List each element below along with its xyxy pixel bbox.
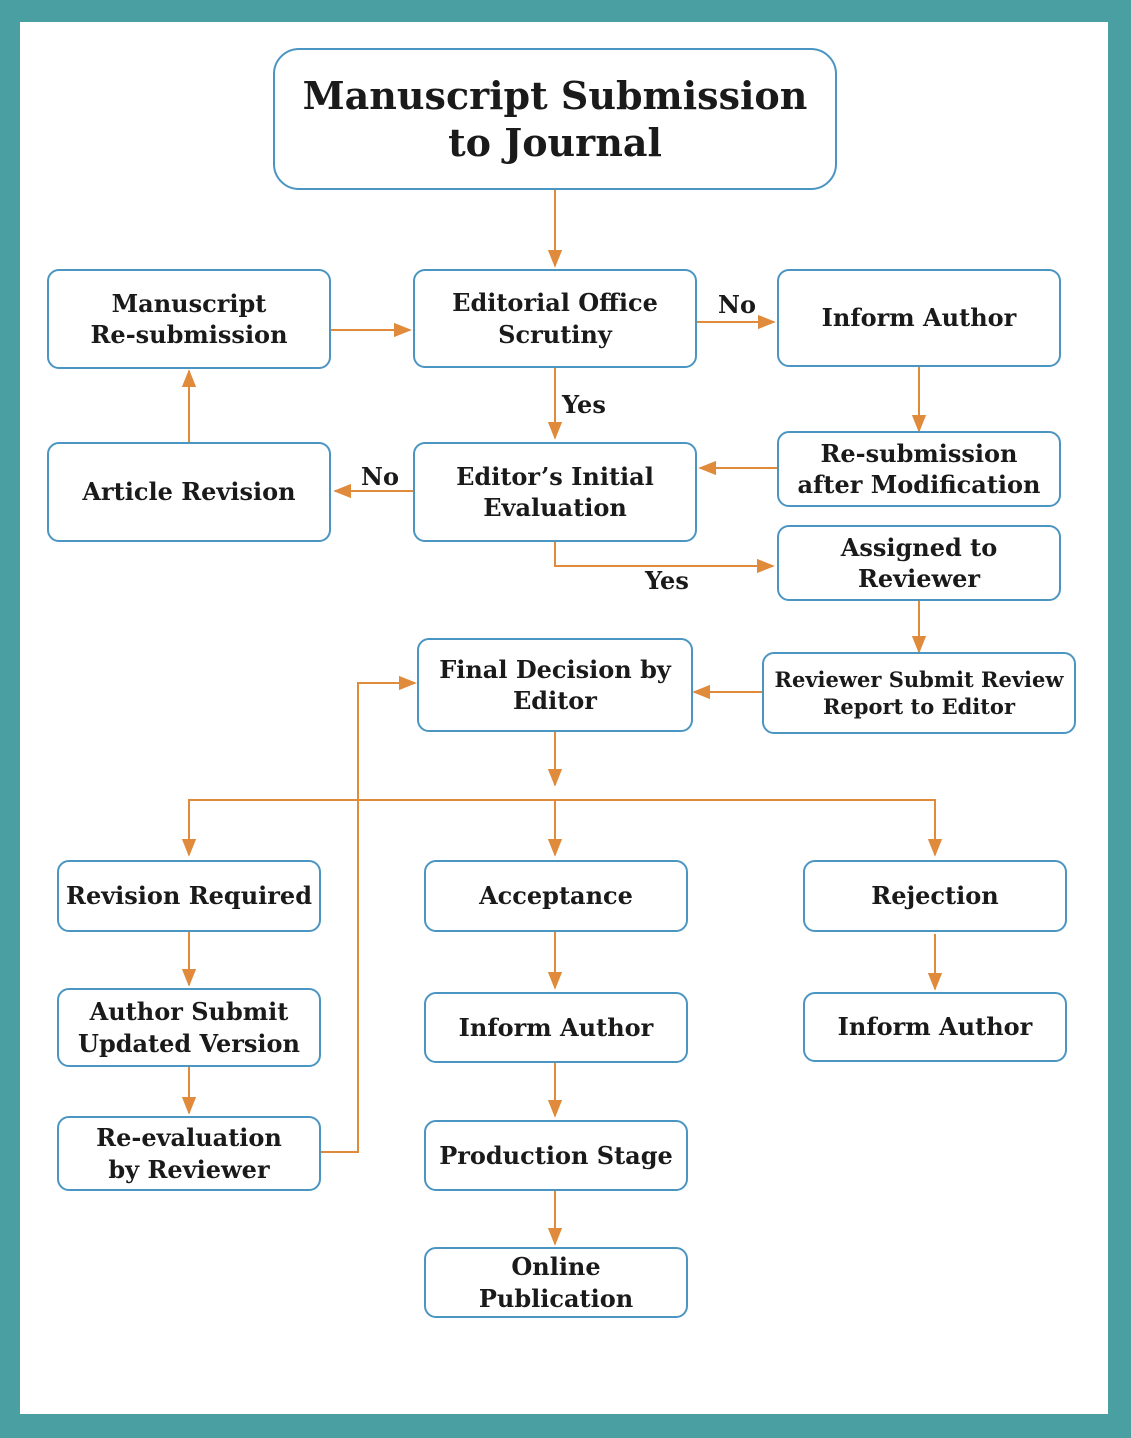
node-production-stage: Production Stage	[424, 1120, 688, 1191]
node-inform-author-rejection: Inform Author	[803, 992, 1067, 1062]
node-final-decision-by-editor: Final Decision by Editor	[417, 638, 693, 732]
node-resubmission-after-modification: Re-submission after Modification	[777, 431, 1061, 507]
node-author-submit-updated-version: Author Submit Updated Version	[57, 988, 321, 1067]
arrow-evaluation-to-reviewer	[554, 542, 775, 574]
arrow-reevaluation-to-decision	[320, 675, 417, 1153]
label-yes-evaluation: Yes	[645, 566, 689, 595]
arrow-split-revision	[181, 799, 555, 857]
arrow-split-rejection	[555, 799, 943, 857]
node-reevaluation-by-reviewer: Re-evaluation by Reviewer	[57, 1116, 321, 1191]
node-inform-author-acceptance: Inform Author	[424, 992, 688, 1063]
node-manuscript-resubmission: Manuscript Re-submission	[47, 269, 331, 369]
node-manuscript-submission: Manuscript Submission to Journal	[273, 48, 837, 190]
node-revision-required: Revision Required	[57, 860, 321, 932]
label-no-scrutiny: No	[718, 290, 756, 319]
label-no-evaluation: No	[361, 462, 399, 491]
node-rejection: Rejection	[803, 860, 1067, 932]
node-editors-initial-evaluation: Editor’s Initial Evaluation	[413, 442, 697, 542]
node-online-publication: Online Publication	[424, 1247, 688, 1318]
node-inform-author-top: Inform Author	[777, 269, 1061, 367]
node-editorial-office-scrutiny: Editorial Office Scrutiny	[413, 269, 697, 368]
node-assigned-to-reviewer: Assigned to Reviewer	[777, 525, 1061, 601]
node-reviewer-submit-report: Reviewer Submit Review Report to Editor	[762, 652, 1076, 734]
node-article-revision: Article Revision	[47, 442, 331, 542]
node-acceptance: Acceptance	[424, 860, 688, 932]
label-yes-scrutiny: Yes	[562, 390, 606, 419]
